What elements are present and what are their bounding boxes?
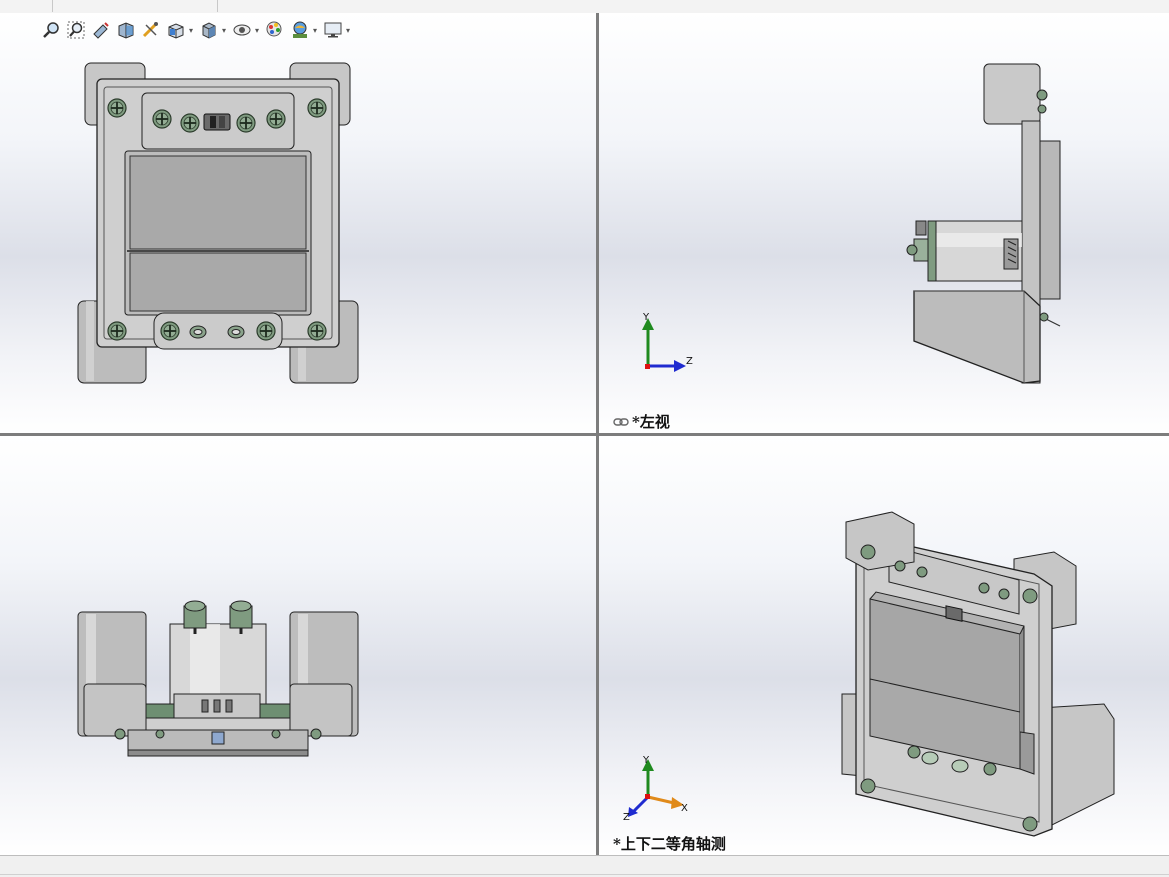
display-style-dropdown[interactable]: ▾ [221,25,226,35]
front-view-model [77,62,359,384]
edit-appearance-icon[interactable] [264,19,286,41]
view-orientation-icon[interactable] [165,19,187,41]
status-bar [0,855,1169,877]
triad-iso [628,759,684,817]
tab-2[interactable] [52,0,218,12]
viewport-iso-label: *上下二等角轴测 [613,833,726,854]
zoom-to-fit-icon[interactable] [40,19,62,41]
linked-view-icon[interactable] [613,417,629,427]
left-view-model [906,63,1061,384]
view-settings-icon[interactable] [322,19,344,41]
display-style-icon[interactable] [198,19,220,41]
section-view-icon[interactable] [115,19,137,41]
hide-show-items-dropdown[interactable]: ▾ [254,25,259,35]
viewport-left-title: *左视 [632,413,670,431]
viewport-left-label: *左视 [613,411,670,432]
previous-view-icon[interactable] [90,19,112,41]
triad-left [642,318,686,372]
tab-1[interactable] [0,0,53,12]
triad-iso-x-label: X [681,803,688,814]
apply-scene-dropdown[interactable]: ▾ [312,25,317,35]
triad-iso-y-label: Y [643,755,650,766]
viewport-iso-title: *上下二等角轴测 [613,835,726,853]
viewport-grid: ▾ ▾ ▾ ▾ ▾ [0,13,1169,855]
top-tab-strip [0,0,1169,14]
viewport-front[interactable]: ▾ ▾ ▾ ▾ ▾ [0,13,596,433]
top-view-model [77,600,359,757]
triad-iso-z-label: Z [623,812,630,823]
dynamic-annotation-views-icon[interactable] [140,19,162,41]
viewport-iso[interactable]: Y X Z *上下二等角轴测 [599,436,1169,855]
triad-left-z-label: Z [686,356,693,367]
apply-scene-icon[interactable] [289,19,311,41]
heads-up-toolbar: ▾ ▾ ▾ ▾ ▾ [40,18,352,42]
hide-show-items-icon[interactable] [231,19,253,41]
viewport-left[interactable]: Y Z *左视 [599,13,1169,433]
view-orientation-dropdown[interactable]: ▾ [188,25,193,35]
triad-left-y-label: Y [643,312,650,323]
view-settings-dropdown[interactable]: ▾ [345,25,350,35]
viewport-top[interactable] [0,436,596,855]
zoom-to-area-icon[interactable] [65,19,87,41]
iso-view-model [841,511,1115,837]
